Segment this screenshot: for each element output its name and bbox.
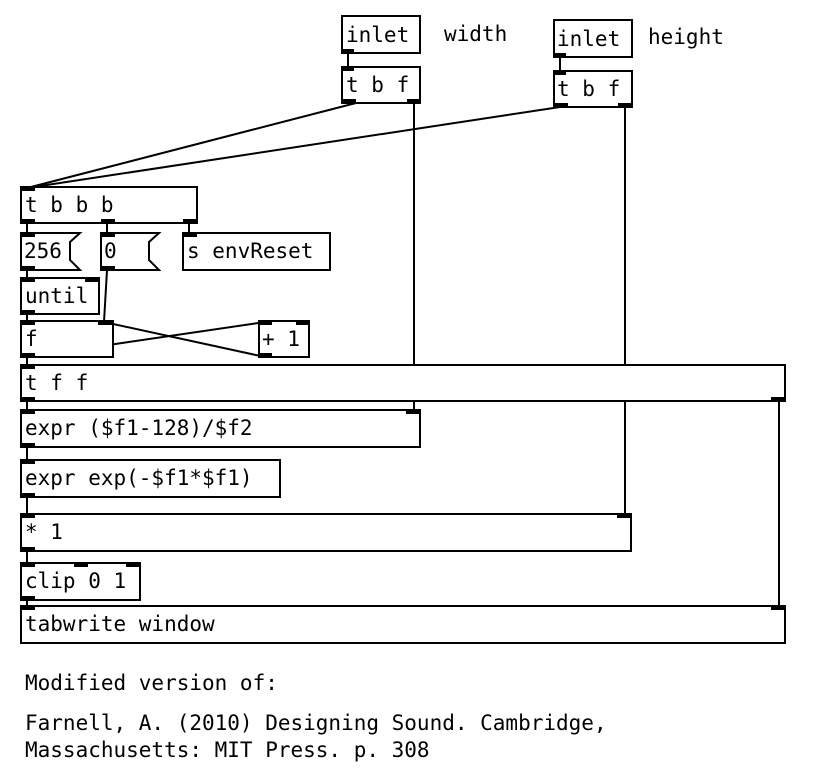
object-label: * 1 — [25, 520, 63, 544]
inlet-port[interactable] — [342, 67, 354, 71]
inlet-port[interactable] — [21, 514, 35, 518]
outlet-port[interactable] — [101, 219, 115, 223]
inlet-port[interactable] — [296, 321, 309, 325]
object-label: t b f — [557, 77, 620, 101]
trigger-float-object[interactable]: t f f — [20, 364, 786, 402]
comment-height: height — [648, 25, 724, 49]
expr-normalize-object[interactable]: expr ($f1-128)/$f2 — [20, 409, 421, 448]
trigger-bang-object[interactable]: t b b b — [20, 186, 198, 224]
inlet-port[interactable] — [771, 606, 785, 610]
message-0-box[interactable]: 0 — [100, 232, 162, 271]
trigger-height-object[interactable]: t b f — [553, 70, 633, 108]
comment-modified: Modified version of: — [25, 671, 278, 695]
tabwrite-window-object[interactable]: tabwrite window — [20, 605, 786, 644]
object-label: expr ($f1-128)/$f2 — [25, 416, 253, 440]
object-label: f — [25, 327, 38, 351]
inlet-width-object[interactable]: inlet — [341, 15, 421, 54]
outlet-port[interactable] — [554, 53, 566, 57]
outlet-port[interactable] — [21, 397, 35, 401]
object-label: inlet — [557, 27, 620, 51]
inlet-port[interactable] — [21, 563, 35, 567]
send-envreset-object[interactable]: s envReset — [182, 232, 331, 271]
outlet-port[interactable] — [21, 266, 35, 270]
inlet-port[interactable] — [617, 514, 631, 518]
outlet-port[interactable] — [21, 219, 35, 223]
wire-plus-to-float — [103, 321, 266, 358]
wire-0-to-float — [103, 269, 108, 323]
object-label: expr exp(-$f1*$f1) — [25, 466, 253, 490]
inlet-port[interactable] — [101, 233, 115, 237]
expr-gaussian-object[interactable]: expr exp(-$f1*$f1) — [20, 459, 281, 498]
message-label: 0 — [104, 239, 117, 263]
outlet-port[interactable] — [21, 493, 35, 497]
object-label: t f f — [25, 371, 88, 395]
wire-tbf-height-to-tbbb — [26, 106, 561, 189]
object-label: clip 0 1 — [25, 569, 126, 593]
inlet-port[interactable] — [183, 233, 197, 237]
inlet-port[interactable] — [21, 365, 35, 369]
outlet-port[interactable] — [183, 219, 197, 223]
message-256-box[interactable]: 256 — [20, 232, 83, 271]
outlet-port[interactable] — [21, 353, 35, 357]
outlet-port[interactable] — [21, 443, 35, 447]
comment-width: width — [444, 22, 508, 46]
inlet-port[interactable] — [21, 410, 35, 414]
inlet-port[interactable] — [21, 321, 35, 325]
outlet-port[interactable] — [618, 103, 632, 107]
inlet-height-object[interactable]: inlet — [553, 19, 633, 58]
object-label: tabwrite window — [25, 612, 215, 636]
inlet-port[interactable] — [74, 563, 88, 567]
outlet-port[interactable] — [554, 103, 568, 107]
wire-tbf-width-to-tbbb — [26, 102, 357, 189]
outlet-port[interactable] — [21, 596, 35, 600]
inlet-port[interactable] — [21, 278, 35, 282]
comment-citation-line2: Massachusetts: MIT Press. p. 308 — [25, 738, 430, 762]
outlet-port[interactable] — [342, 49, 354, 53]
outlet-port[interactable] — [407, 99, 420, 103]
message-label: 256 — [24, 239, 62, 263]
until-object[interactable]: until — [20, 277, 100, 315]
inlet-port[interactable] — [21, 233, 35, 237]
outlet-port[interactable] — [342, 99, 356, 103]
object-label: until — [25, 284, 88, 308]
object-label: t b b b — [25, 193, 114, 217]
wires — [26, 52, 780, 607]
inlet-port[interactable] — [85, 278, 99, 282]
clip-object[interactable]: clip 0 1 — [20, 562, 141, 601]
object-label: + 1 — [262, 327, 300, 351]
inlet-port[interactable] — [554, 71, 566, 75]
float-object[interactable]: f — [20, 320, 114, 358]
inlet-port[interactable] — [21, 460, 35, 464]
multiply-object[interactable]: * 1 — [20, 513, 632, 552]
comment-citation-line1: Farnell, A. (2010) Designing Sound. Camb… — [25, 711, 607, 735]
outlet-port[interactable] — [21, 547, 35, 551]
plus-one-object[interactable]: + 1 — [258, 320, 310, 358]
trigger-width-object[interactable]: t b f — [341, 66, 421, 104]
inlet-port[interactable] — [126, 563, 140, 567]
outlet-port[interactable] — [259, 353, 272, 357]
outlet-port[interactable] — [771, 397, 785, 401]
object-label: t b f — [346, 73, 409, 97]
object-label: inlet — [346, 23, 409, 47]
object-label: s envReset — [187, 239, 313, 263]
outlet-port[interactable] — [21, 310, 35, 314]
inlet-port[interactable] — [98, 321, 113, 325]
inlet-port[interactable] — [21, 606, 35, 610]
inlet-port[interactable] — [406, 410, 420, 414]
outlet-port[interactable] — [101, 266, 115, 270]
inlet-port[interactable] — [259, 321, 272, 325]
inlet-port[interactable] — [21, 187, 35, 191]
